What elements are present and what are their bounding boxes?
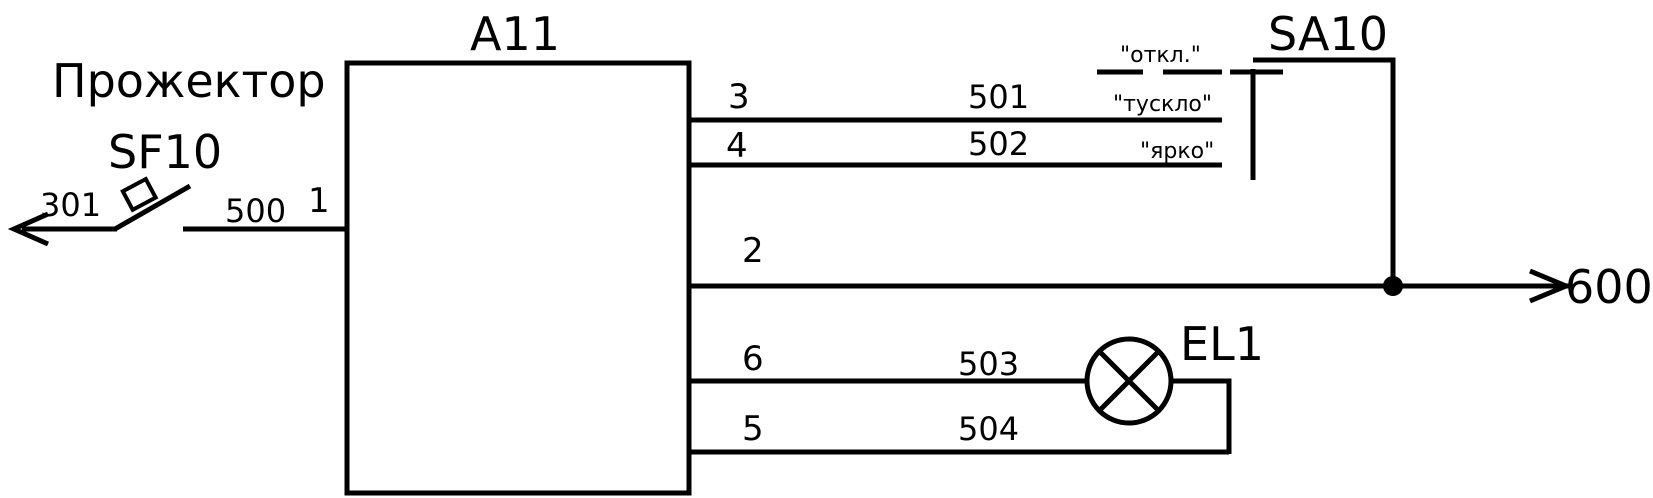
pin-5-label: 5 — [742, 409, 764, 449]
push-button-label: SF10 — [108, 125, 222, 179]
wire-501-label: 501 — [968, 78, 1029, 116]
block-a11-label: A11 — [470, 7, 560, 61]
arrow-left-terminal — [7, 211, 117, 247]
terminal-600-label: 600 — [1565, 260, 1653, 314]
terminal-301-label: 301 — [40, 186, 101, 224]
block-a11 — [344, 60, 692, 496]
push-button-title: Прожектор — [52, 54, 326, 108]
lamp-el1-label: EL1 — [1180, 317, 1264, 371]
pin-2-label: 2 — [742, 231, 764, 271]
pin-3-label: 3 — [728, 77, 750, 117]
wire-504-label: 504 — [958, 410, 1019, 448]
switch-position-bright: "ярко" — [1140, 139, 1214, 164]
push-button-sf10 — [113, 176, 192, 232]
wire-500-label: 500 — [225, 192, 286, 230]
wire-504-return — [1171, 378, 1232, 454]
arrow-right-terminal — [1529, 268, 1573, 304]
switch-sa10 — [1097, 57, 1396, 286]
wire-502-label: 502 — [968, 125, 1029, 163]
pin-4-label: 4 — [726, 126, 748, 166]
pin-1-label: 1 — [308, 181, 330, 221]
switch-position-off: "откл." — [1120, 43, 1201, 68]
wire-503-label: 503 — [958, 345, 1019, 383]
switch-position-dim: "тускло" — [1113, 92, 1212, 117]
junction-dot — [1383, 276, 1403, 296]
pin-6-label: 6 — [742, 339, 764, 379]
lamp-el1 — [1084, 336, 1174, 426]
switch-sa10-label: SA10 — [1268, 7, 1388, 61]
